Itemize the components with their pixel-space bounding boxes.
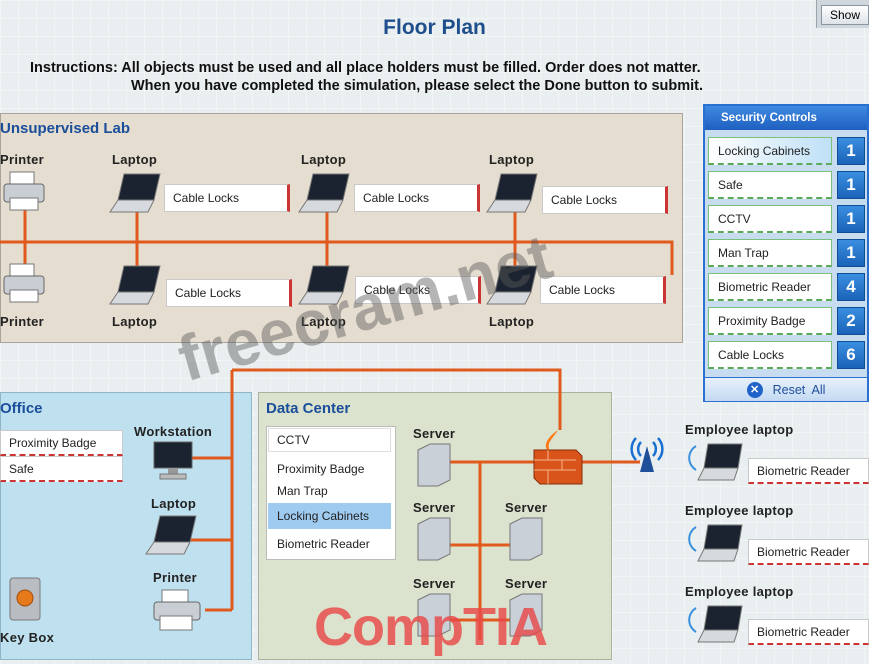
control-count-badge: 1: [837, 171, 865, 199]
instructions-line-1: Instructions: All objects must be used a…: [30, 60, 701, 76]
key-box-label: Key Box: [0, 630, 55, 645]
laptop-icon: [109, 173, 161, 213]
control-safe[interactable]: Safe: [708, 171, 832, 199]
employee-laptop-label: Employee laptop: [685, 422, 794, 437]
server-icon: [509, 517, 543, 561]
control-cable-locks[interactable]: Cable Locks: [708, 341, 832, 369]
server-label: Server: [505, 500, 548, 515]
server-label: Server: [413, 576, 456, 591]
server-icon: [417, 443, 451, 487]
office-safe-slot[interactable]: Safe: [0, 456, 123, 482]
printer-label-bottom: Printer: [0, 314, 45, 329]
laptop-icon: [298, 173, 350, 213]
close-icon: ✕: [746, 381, 763, 398]
server-icon: [509, 593, 543, 637]
printer-icon: [3, 171, 45, 211]
cable-lock-slot[interactable]: Cable Locks: [540, 276, 666, 304]
laptop-icon: [486, 265, 538, 305]
office-laptop-label: Laptop: [151, 496, 197, 511]
office-proximity-badge-slot[interactable]: Proximity Badge: [0, 430, 123, 456]
control-count-badge: 4: [837, 273, 865, 301]
control-count-badge: 2: [837, 307, 865, 335]
instructions-line-2: When you have completed the simulation, …: [131, 78, 704, 94]
employee-biometric-reader-slot[interactable]: Biometric Reader: [748, 539, 869, 565]
workstation-icon: [153, 441, 193, 480]
employee-biometric-reader-slot[interactable]: Biometric Reader: [748, 458, 869, 484]
control-count-badge: 1: [837, 205, 865, 233]
server-label: Server: [505, 576, 548, 591]
cable-lock-slot[interactable]: Cable Locks: [164, 184, 290, 212]
employee-laptop-label: Employee laptop: [685, 503, 794, 518]
data-center-title: Data Center: [266, 400, 351, 417]
firewall-icon: [533, 430, 583, 485]
printer-icon: [153, 589, 201, 631]
cable-lock-slot[interactable]: Cable Locks: [166, 279, 292, 307]
employee-laptop-icon: [688, 605, 743, 643]
printer-label-top: Printer: [0, 152, 45, 167]
laptop-icon: [486, 173, 538, 213]
cable-lock-slot[interactable]: Cable Locks: [355, 276, 481, 304]
reset-all-button[interactable]: ✕ Reset All: [705, 377, 867, 401]
office-printer-label: Printer: [153, 570, 198, 585]
control-biometric-reader[interactable]: Biometric Reader: [708, 273, 832, 301]
lab-laptop-label: Laptop: [112, 314, 158, 329]
server-label: Server: [413, 500, 456, 515]
employee-laptop-icon: [688, 443, 743, 481]
page-title: Floor Plan: [383, 16, 486, 39]
unsupervised-lab-title: Unsupervised Lab: [0, 120, 131, 137]
data-center-proximity-badge-slot[interactable]: Proximity Badge: [268, 458, 391, 480]
lab-laptop-label: Laptop: [112, 152, 158, 167]
employee-laptop-icon: [688, 524, 743, 562]
data-center-locking-cabinets-slot[interactable]: Locking Cabinets: [268, 503, 391, 529]
security-controls-title: Security Controls: [705, 106, 867, 130]
cable-lock-slot[interactable]: Cable Locks: [542, 186, 668, 214]
comptia-logo: CompTIA: [314, 597, 548, 657]
wireless-access-point-icon: [630, 437, 664, 472]
office-title: Office: [0, 400, 43, 417]
control-proximity-badge[interactable]: Proximity Badge: [708, 307, 832, 335]
control-man-trap[interactable]: Man Trap: [708, 239, 832, 267]
employee-biometric-reader-slot[interactable]: Biometric Reader: [748, 619, 869, 645]
lab-laptop-label: Laptop: [301, 314, 347, 329]
server-icon: [417, 517, 451, 561]
control-cctv[interactable]: CCTV: [708, 205, 832, 233]
data-center-biometric-reader-slot[interactable]: Biometric Reader: [268, 532, 391, 556]
data-center-man-trap-slot[interactable]: Man Trap: [268, 480, 391, 502]
data-center-cctv-slot[interactable]: CCTV: [268, 428, 391, 452]
employee-laptop-label: Employee laptop: [685, 584, 794, 599]
control-count-badge: 6: [837, 341, 865, 369]
cable-lock-slot[interactable]: Cable Locks: [354, 184, 480, 212]
control-count-badge: 1: [837, 137, 865, 165]
key-box-icon: [9, 577, 41, 621]
control-locking-cabinets[interactable]: Locking Cabinets: [708, 137, 832, 165]
laptop-icon: [298, 265, 350, 305]
lab-laptop-label: Laptop: [489, 314, 535, 329]
printer-icon: [3, 263, 45, 303]
laptop-icon: [109, 265, 161, 305]
unsupervised-lab-zone: [0, 113, 683, 343]
lab-laptop-label: Laptop: [489, 152, 535, 167]
lab-laptop-label: Laptop: [301, 152, 347, 167]
control-count-badge: 1: [837, 239, 865, 267]
laptop-icon: [145, 515, 197, 555]
workstation-label: Workstation: [134, 424, 213, 439]
server-label: Server: [413, 426, 456, 441]
reset-all-label: Reset All: [772, 382, 826, 397]
server-icon: [417, 593, 451, 637]
